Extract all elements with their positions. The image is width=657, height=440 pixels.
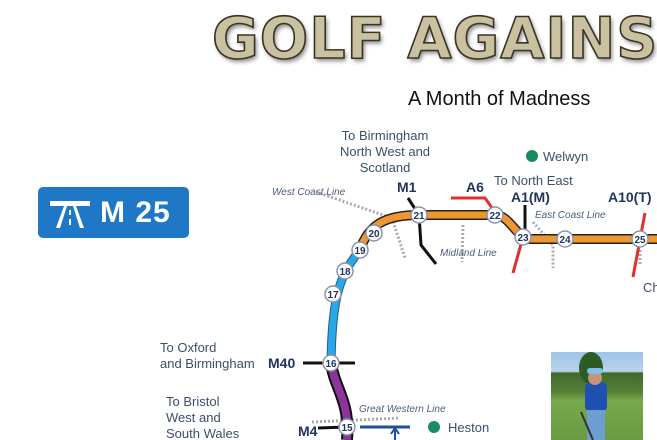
road-m4: M4 <box>298 423 318 439</box>
motorway-icon <box>50 200 90 228</box>
rail-west-coast: West Coast Line <box>272 187 346 198</box>
dest-partial: Ch <box>643 280 657 295</box>
road-m40: M40 <box>268 355 295 371</box>
place-welwyn: Welwyn <box>543 149 588 164</box>
rail-midland: Midland Line <box>440 248 497 259</box>
dest-north-east: To North East <box>494 173 573 188</box>
arrow-icon <box>390 426 400 440</box>
place-heston: Heston <box>448 420 489 435</box>
m1-road <box>406 197 438 265</box>
road-a6: A6 <box>466 179 484 195</box>
junction-16: 16 <box>325 359 337 370</box>
dest-oxford-line1: To Oxford <box>160 340 216 355</box>
junction-18: 18 <box>339 267 351 278</box>
junction-25: 25 <box>634 235 646 246</box>
road-m1: M1 <box>397 179 417 195</box>
dest-nw-line3: Scotland <box>360 160 411 175</box>
dest-bristol-line2: West and <box>166 410 221 425</box>
poster-title: GOLF AGAINS <box>211 5 657 73</box>
junction-15: 15 <box>341 423 353 434</box>
m25-sign: M 25 <box>38 187 189 238</box>
golfer-photo <box>551 352 643 440</box>
east-coast-rail <box>531 221 555 268</box>
junction-22: 22 <box>489 211 501 222</box>
great-western-rail <box>311 416 401 424</box>
poster-subtitle: A Month of Madness <box>408 88 591 110</box>
place-marker-icon <box>526 150 538 162</box>
junction-21: 21 <box>413 211 425 222</box>
place-marker-icon <box>428 421 440 433</box>
dest-nw-line2: North West and <box>340 144 430 159</box>
m25-label: M 25 <box>100 195 171 229</box>
junction-17: 17 <box>327 290 339 301</box>
dest-bristol-line3: South Wales <box>166 426 240 440</box>
junction-19: 19 <box>354 246 366 257</box>
road-a1m: A1(M) <box>511 189 550 205</box>
junction-24: 24 <box>559 235 571 246</box>
rail-great-western: Great Western Line <box>359 404 446 415</box>
rail-east-coast: East Coast Line <box>535 210 606 221</box>
dest-bristol-line1: To Bristol <box>166 394 220 409</box>
dest-oxford-line2: and Birmingham <box>160 356 255 371</box>
junction-20: 20 <box>368 229 380 240</box>
dest-nw-line1: To Birmingham <box>342 128 429 143</box>
junction-23: 23 <box>517 233 529 244</box>
road-a10t: A10(T) <box>608 189 652 205</box>
